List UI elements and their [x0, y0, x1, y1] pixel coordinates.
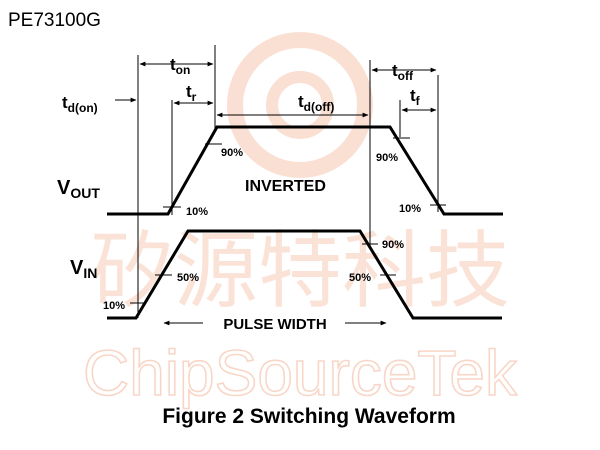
part-number: PE73100G [8, 10, 101, 31]
td-off-label: td(off) [298, 92, 334, 114]
vout-high-90-label: 90% [221, 147, 243, 159]
vin-low-10-label: 10% [103, 300, 125, 312]
watermark-chinese: 矽源特科技 [90, 222, 510, 320]
vin-fall-90-label: 90% [382, 239, 404, 251]
t-on-label: ton [170, 55, 190, 77]
watermark-logo [227, 32, 373, 178]
vout-fall-90-label: 90% [376, 152, 398, 164]
vin-rise-50-label: 50% [177, 272, 199, 284]
reference-lines [137, 45, 439, 318]
timing-arrows [115, 61, 437, 326]
vout-low-10-label: 10% [186, 206, 208, 218]
level-labels: 10% 90% 90% 10% 10% 50% 90% 50% [103, 147, 421, 312]
watermark: 矽源特科技 ChipSourceTek [82, 32, 519, 410]
vout-waveform [107, 125, 503, 216]
t-f-label: tf [410, 86, 421, 108]
t-off-label: toff [392, 61, 414, 83]
figure-caption: Figure 2 Switching Waveform [162, 405, 455, 428]
vout-label: VOUT [57, 177, 100, 201]
vin-waveform [107, 229, 502, 320]
vin-label: VIN [70, 257, 97, 281]
level-ticks [130, 137, 446, 304]
signal-labels: VOUT VIN INVERTED [57, 177, 326, 281]
vin-fall-50-label: 50% [349, 272, 371, 284]
watermark-latin: ChipSourceTek [83, 337, 518, 409]
timing-labels: td(on) ton tr td(off) toff tf [62, 55, 421, 115]
inverted-label: INVERTED [245, 178, 326, 195]
pulse-width-label: PULSE WIDTH [223, 316, 326, 333]
td-on-label: td(on) [62, 93, 98, 115]
t-r-label: tr [186, 82, 197, 104]
vout-fall-10-label: 10% [399, 203, 421, 215]
